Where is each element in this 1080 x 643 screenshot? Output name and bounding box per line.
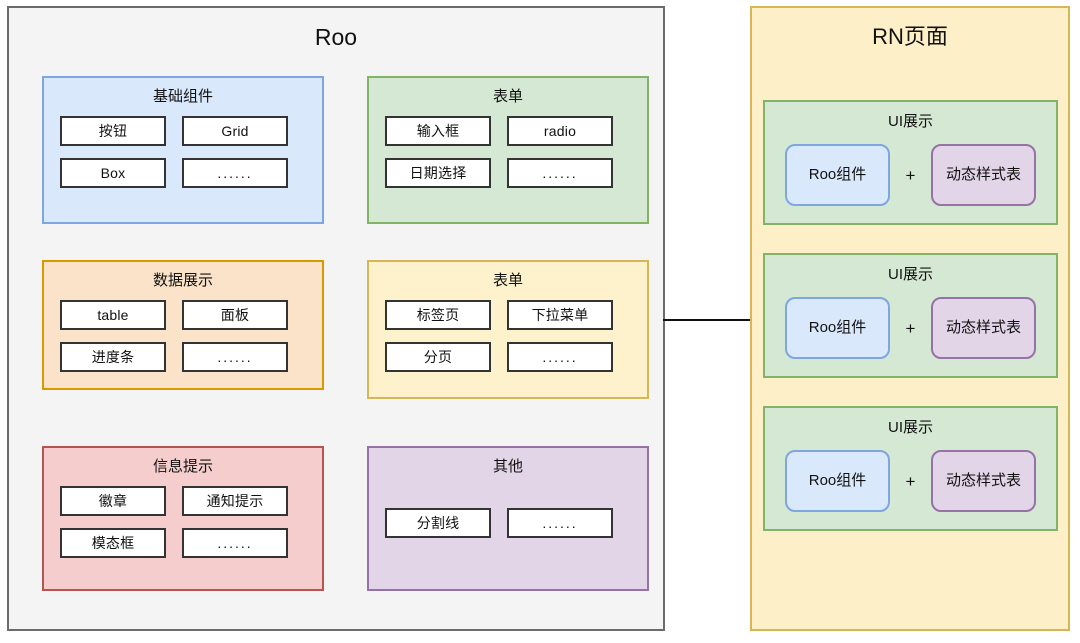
component-chip[interactable]: 分割线	[385, 508, 491, 538]
component-chip-more[interactable]: ......	[182, 158, 288, 188]
component-chip[interactable]: 面板	[182, 300, 288, 330]
component-group-feedback[interactable]: 信息提示 徽章 通知提示 模态框 ......	[42, 446, 324, 591]
component-chip[interactable]: 进度条	[60, 342, 166, 372]
component-chip[interactable]: 输入框	[385, 116, 491, 146]
component-chip[interactable]: 下拉菜单	[507, 300, 613, 330]
component-chip[interactable]: table	[60, 300, 166, 330]
component-group-data-display[interactable]: 数据展示 table 面板 进度条 ......	[42, 260, 324, 390]
component-group-basic[interactable]: 基础组件 按钮 Grid Box ......	[42, 76, 324, 224]
roo-component-pill[interactable]: Roo组件	[785, 144, 890, 206]
roo-component-pill[interactable]: Roo组件	[785, 297, 890, 359]
ui-display-title: UI展示	[887, 419, 933, 436]
component-chip-more[interactable]: ......	[507, 342, 613, 372]
dynamic-stylesheet-pill[interactable]: 动态样式表	[931, 297, 1036, 359]
component-group-other[interactable]: 其他 分割线 ......	[367, 446, 649, 591]
component-chip[interactable]: 通知提示	[182, 486, 288, 516]
plus-operator: +	[905, 165, 916, 185]
group-chips: 按钮 Grid Box ......	[60, 116, 306, 188]
component-group-form-nav[interactable]: 表单 标签页 下拉菜单 分页 ......	[367, 260, 649, 399]
plus-operator: +	[905, 471, 916, 491]
group-chips: 分割线 ......	[385, 508, 631, 538]
rn-page-title: RN页面	[872, 24, 948, 49]
group-title: 数据展示	[152, 272, 213, 289]
roo-panel: Roo 基础组件 按钮 Grid Box ...... 表单 输入框 radio…	[7, 6, 665, 631]
component-chip[interactable]: 日期选择	[385, 158, 491, 188]
component-group-form-input[interactable]: 表单 输入框 radio 日期选择 ......	[367, 76, 649, 224]
group-chips: table 面板 进度条 ......	[60, 300, 306, 372]
component-chip-more[interactable]: ......	[507, 508, 613, 538]
ui-display-row: Roo组件 + 动态样式表	[785, 449, 1036, 513]
component-chip[interactable]: 按钮	[60, 116, 166, 146]
roo-panel-title: Roo	[314, 24, 358, 50]
group-title: 表单	[492, 272, 523, 289]
ui-display-block[interactable]: UI展示 Roo组件 + 动态样式表	[763, 253, 1058, 378]
group-chips: 标签页 下拉菜单 分页 ......	[385, 300, 631, 372]
component-chip[interactable]: 标签页	[385, 300, 491, 330]
ui-display-block[interactable]: UI展示 Roo组件 + 动态样式表	[763, 100, 1058, 225]
ui-display-title: UI展示	[887, 266, 933, 283]
component-chip-more[interactable]: ......	[507, 158, 613, 188]
group-title: 其他	[492, 458, 523, 475]
group-title: 信息提示	[152, 458, 213, 475]
component-chip[interactable]: radio	[507, 116, 613, 146]
dynamic-stylesheet-pill[interactable]: 动态样式表	[931, 144, 1036, 206]
component-chip-more[interactable]: ......	[182, 342, 288, 372]
group-chips: 输入框 radio 日期选择 ......	[385, 116, 631, 188]
ui-display-row: Roo组件 + 动态样式表	[785, 296, 1036, 360]
component-chip[interactable]: 分页	[385, 342, 491, 372]
ui-display-row: Roo组件 + 动态样式表	[785, 143, 1036, 207]
ui-display-title: UI展示	[887, 113, 933, 130]
plus-operator: +	[905, 318, 916, 338]
ui-display-block[interactable]: UI展示 Roo组件 + 动态样式表	[763, 406, 1058, 531]
component-chip[interactable]: Box	[60, 158, 166, 188]
dynamic-stylesheet-pill[interactable]: 动态样式表	[931, 450, 1036, 512]
roo-component-pill[interactable]: Roo组件	[785, 450, 890, 512]
component-chip[interactable]: 徽章	[60, 486, 166, 516]
component-chip[interactable]: Grid	[182, 116, 288, 146]
group-title: 基础组件	[152, 88, 213, 105]
component-chip[interactable]: 模态框	[60, 528, 166, 558]
component-chip-more[interactable]: ......	[182, 528, 288, 558]
group-title: 表单	[492, 88, 523, 105]
group-chips: 徽章 通知提示 模态框 ......	[60, 486, 306, 558]
